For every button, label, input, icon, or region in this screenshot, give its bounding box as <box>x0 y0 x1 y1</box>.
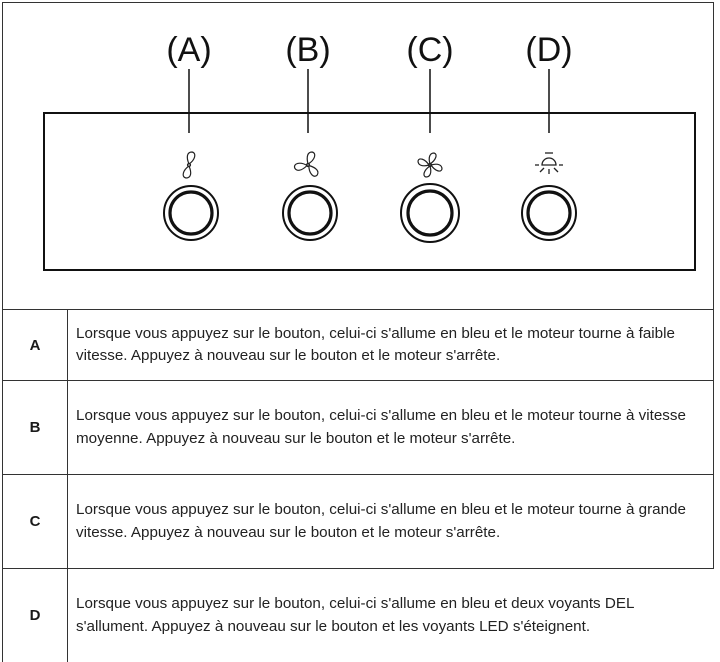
row-key: A <box>2 309 68 381</box>
control-panel-outline <box>43 112 696 271</box>
row-description: Lorsque vous appuyez sur le bouton, celu… <box>67 474 714 569</box>
button-c[interactable] <box>400 183 460 243</box>
row-key: D <box>2 568 68 662</box>
label-c: (C) <box>406 31 453 69</box>
control-panel-diagram: (A) (B) (C) (D) <box>2 2 714 309</box>
light-icon <box>535 152 563 174</box>
row-key: B <box>2 380 68 475</box>
table-row: A Lorsque vous appuyez sur le bouton, ce… <box>2 309 714 381</box>
row-key: C <box>2 474 68 569</box>
fan-low-icon <box>182 151 196 179</box>
description-table: A Lorsque vous appuyez sur le bouton, ce… <box>2 309 714 662</box>
button-a[interactable] <box>163 185 219 241</box>
button-b[interactable] <box>282 185 338 241</box>
control-panel-illustration: (A) (B) (C) (D) <box>43 31 696 271</box>
row-description: Lorsque vous appuyez sur le bouton, celu… <box>67 380 714 475</box>
row-description: Lorsque vous appuyez sur le bouton, celu… <box>67 568 714 662</box>
table-row: C Lorsque vous appuyez sur le bouton, ce… <box>2 474 714 569</box>
table-row: B Lorsque vous appuyez sur le bouton, ce… <box>2 380 714 475</box>
button-d[interactable] <box>521 185 577 241</box>
label-b: (B) <box>285 31 330 69</box>
label-a: (A) <box>166 31 211 69</box>
label-d: (D) <box>525 31 572 69</box>
table-row: D Lorsque vous appuyez sur le bouton, ce… <box>2 568 714 662</box>
fan-high-icon <box>417 152 443 178</box>
fan-medium-icon <box>293 151 319 177</box>
row-description: Lorsque vous appuyez sur le bouton, celu… <box>67 309 714 381</box>
